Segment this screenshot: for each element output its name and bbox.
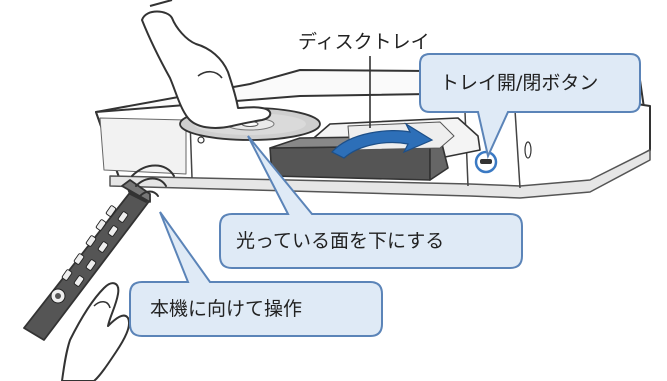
label-disc-tray: ディスクトレイ: [298, 31, 430, 53]
callout-point-remote: [129, 211, 383, 337]
callout-shiny-side-down: [219, 135, 523, 269]
label-tray-button: トレイ開/閉ボタン: [440, 72, 599, 94]
callout-tray-button: [419, 53, 641, 160]
remote-control-icon: [23, 179, 151, 341]
label-shiny-side-down: 光っている面を下にする: [236, 230, 445, 252]
tray-button-marker: [474, 150, 498, 174]
tray-arrow-icon: [331, 122, 434, 159]
label-point-remote: 本機に向けて操作: [150, 298, 303, 320]
signal-waves-icon: [131, 164, 175, 197]
hand-icon: [141, 10, 272, 129]
